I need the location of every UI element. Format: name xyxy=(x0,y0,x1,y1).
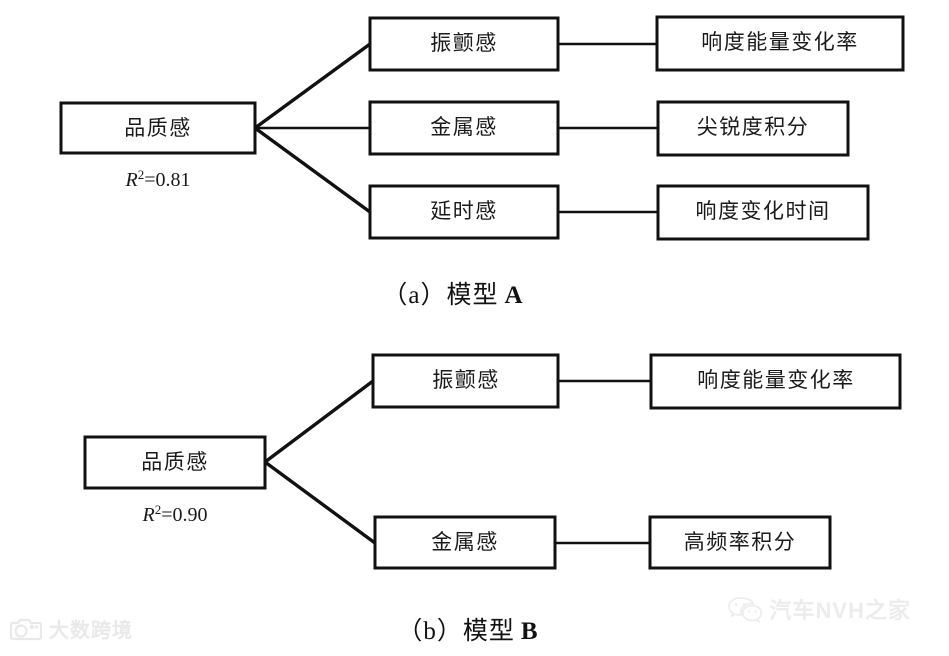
node-mid-b-1-label: 振颤感 xyxy=(432,368,500,392)
caption-a-suffix: A xyxy=(505,282,524,309)
node-leaf-b-1-label: 响度能量变化率 xyxy=(697,368,855,392)
connector-root-b-to-branch-1 xyxy=(263,379,375,464)
node-mid-a-1-label: 振颤感 xyxy=(430,31,498,55)
caption-a-prefix: （a） xyxy=(382,281,446,309)
node-leaf-b-2-box xyxy=(648,515,832,570)
node-root-a-box xyxy=(59,101,257,155)
r2-symbol-a: R xyxy=(125,169,138,191)
node-mid-a-1[interactable]: 振颤感 xyxy=(368,16,560,72)
node-leaf-a-1[interactable]: 响度能量变化率 xyxy=(655,15,905,72)
r2-value-a: =0.81 xyxy=(144,169,190,191)
node-leaf-b-2[interactable]: 高频率积分 xyxy=(648,515,832,570)
connector-root-to-branch-1 xyxy=(253,42,372,130)
node-leaf-b-1[interactable]: 响度能量变化率 xyxy=(649,353,902,410)
node-mid-a-3[interactable]: 延时感 xyxy=(368,184,560,240)
caption-b-suffix: B xyxy=(521,618,539,645)
node-leaf-b-1-box xyxy=(649,353,902,410)
r2-label-a: R2=0.81 xyxy=(125,167,191,191)
node-mid-b-2[interactable]: 金属感 xyxy=(373,515,557,570)
node-leaf-a-3-box xyxy=(656,184,870,241)
node-leaf-a-2-box xyxy=(656,100,850,157)
node-mid-b-1-box xyxy=(371,353,560,409)
r2-exponent-a: 2 xyxy=(138,167,145,182)
node-root-b-box xyxy=(83,435,267,490)
node-leaf-a-2-label: 尖锐度积分 xyxy=(697,115,810,139)
node-root-b[interactable]: 品质感 xyxy=(83,435,267,490)
node-root-a[interactable]: 品质感 xyxy=(59,101,257,155)
panel-b-connectors xyxy=(263,379,651,545)
node-mid-a-2-box xyxy=(368,100,560,156)
node-mid-b-2-box xyxy=(373,515,557,570)
connector-root-to-branch-3 xyxy=(253,126,372,214)
node-leaf-a-1-label: 响度能量变化率 xyxy=(701,30,859,54)
node-mid-a-2-label: 金属感 xyxy=(430,115,498,139)
node-leaf-a-3-label: 响度变化时间 xyxy=(696,199,831,223)
r2-exponent-b: 2 xyxy=(155,502,162,517)
node-mid-b-2-label: 金属感 xyxy=(431,530,499,554)
r2-symbol-b: R xyxy=(142,504,155,526)
caption-a-text: 模型 xyxy=(447,281,499,309)
panel-model-a: 品质感 R2=0.81 振颤感 金属感 延时感 响度能量变化率 xyxy=(59,15,905,309)
caption-b-prefix: （b） xyxy=(397,617,463,645)
r2-label-b: R2=0.90 xyxy=(142,502,208,526)
node-root-b-label: 品质感 xyxy=(141,450,209,474)
node-leaf-b-2-label: 高频率积分 xyxy=(684,530,797,554)
node-leaf-a-1-box xyxy=(655,15,905,72)
node-mid-a-3-box xyxy=(368,184,560,240)
r2-value-b: =0.90 xyxy=(161,504,207,526)
node-root-a-label: 品质感 xyxy=(124,116,192,140)
panel-a-connectors xyxy=(253,42,658,214)
node-mid-a-1-box xyxy=(368,16,560,72)
node-leaf-a-2[interactable]: 尖锐度积分 xyxy=(656,100,850,157)
node-leaf-a-3[interactable]: 响度变化时间 xyxy=(656,184,870,241)
connector-root-b-to-branch-2 xyxy=(263,460,377,545)
node-mid-a-2[interactable]: 金属感 xyxy=(368,100,560,156)
caption-b-text: 模型 xyxy=(463,617,515,645)
node-mid-b-1[interactable]: 振颤感 xyxy=(371,353,560,409)
node-mid-a-3-label: 延时感 xyxy=(430,199,498,223)
